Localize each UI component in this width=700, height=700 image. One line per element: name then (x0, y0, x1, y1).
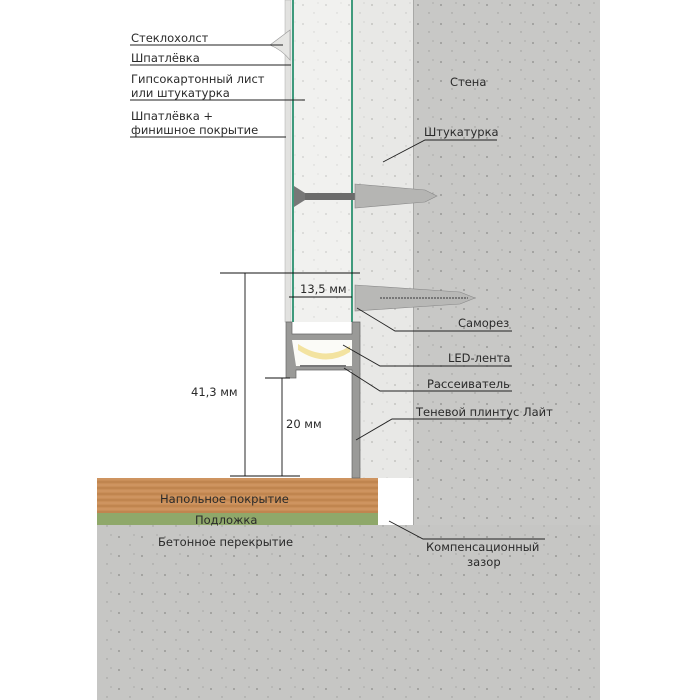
upper-screw-icon (294, 183, 438, 209)
label-gap-2: зазор (467, 555, 501, 569)
shadow-baseboard-profile (285, 321, 361, 479)
dimension-total-height: 41,3 мм (191, 385, 238, 399)
label-drywall-1: Гипсокартонный лист (131, 72, 265, 86)
dimension-depth: 13,5 мм (300, 282, 347, 296)
dimension-lines (220, 272, 360, 477)
plaster-layer (353, 0, 413, 478)
label-drywall-2: или штукатурка (131, 86, 230, 100)
label-fiberglass: Стеклохолст (131, 31, 209, 45)
underlay (97, 513, 378, 525)
expansion-gap (378, 478, 413, 525)
lower-screw-icon (354, 284, 476, 312)
label-diffuser: Рассеиватель (427, 377, 510, 391)
label-floor-cover: Напольное покрытие (160, 492, 289, 506)
dimension-bottom-height: 20 мм (286, 417, 322, 431)
label-plaster: Штукатурка (424, 125, 499, 139)
label-profile: Теневой плинтус Лайт (415, 405, 553, 419)
label-gap-1: Компенсационный (426, 540, 539, 554)
label-led: LED-лента (448, 351, 510, 365)
left-leaders (130, 44, 305, 138)
label-wall: Стена (450, 75, 486, 89)
label-screw: Саморез (458, 316, 509, 330)
label-slab: Бетонное перекрытие (158, 535, 293, 549)
led-strip (298, 344, 350, 360)
label-underlay: Подложка (195, 513, 257, 527)
floor-covering (97, 478, 378, 513)
label-putty: Шпатлёвка (131, 51, 200, 65)
concrete-slab (97, 525, 600, 700)
concrete-wall (412, 0, 600, 525)
label-finish-2: финишное покрытие (131, 123, 258, 137)
right-leaders (342, 139, 545, 540)
drywall-layer (292, 0, 353, 322)
label-finish-1: Шпатлёвка + (131, 109, 213, 123)
